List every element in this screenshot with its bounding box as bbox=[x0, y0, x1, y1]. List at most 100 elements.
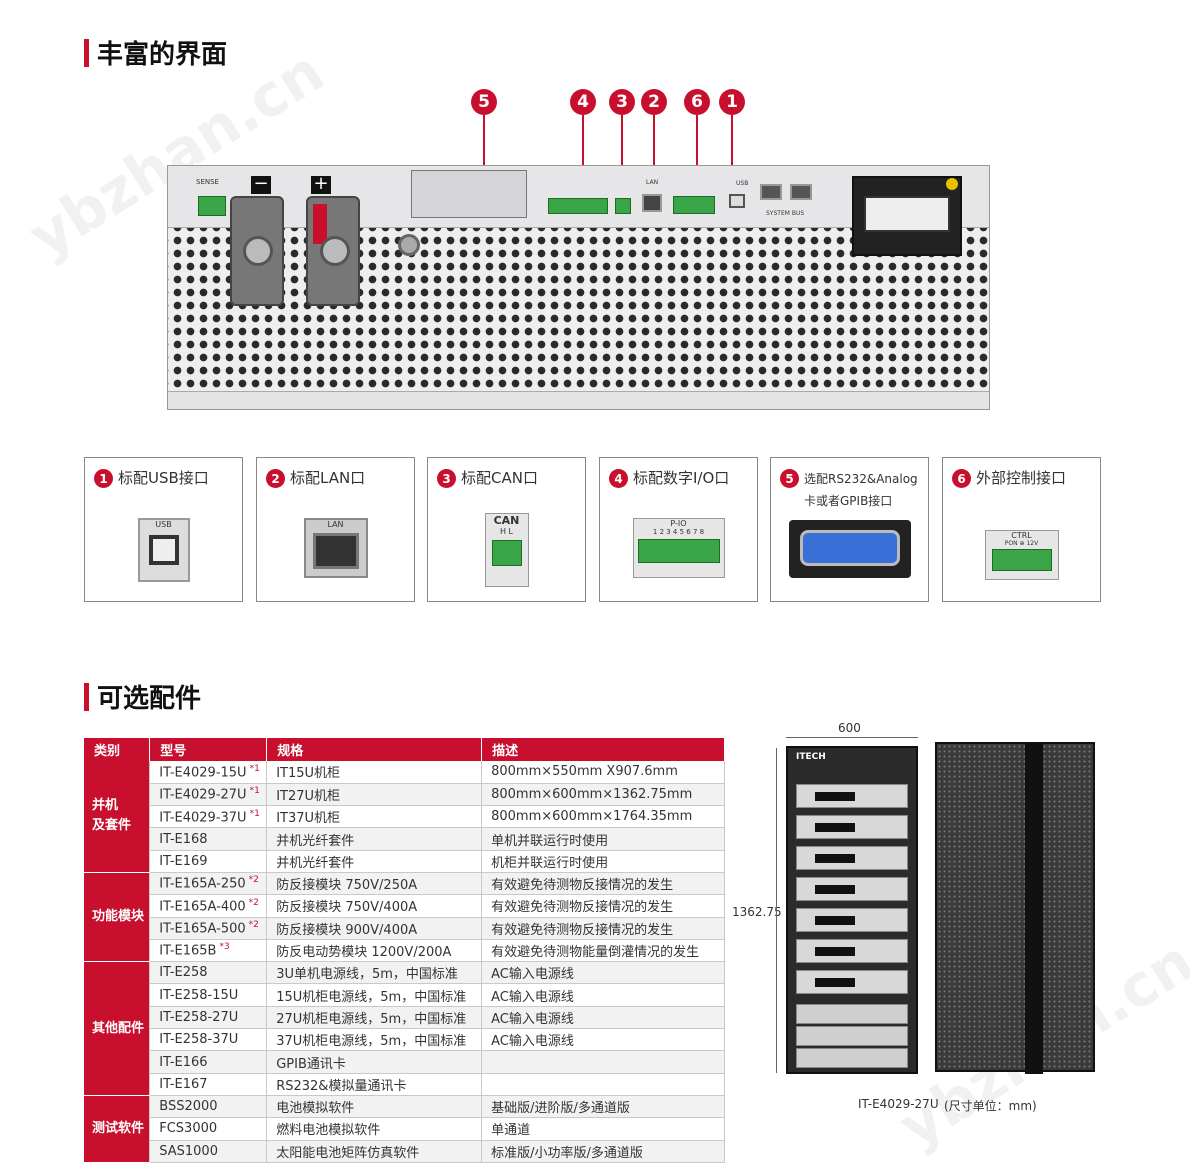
height-dimension-line bbox=[776, 748, 777, 1073]
can-terminal bbox=[615, 198, 631, 214]
rack-power-unit bbox=[796, 970, 908, 994]
ctrl-label: CTRL bbox=[1011, 531, 1032, 540]
ctrl-pin-labels: PON ⊕ 12V bbox=[1004, 540, 1039, 547]
desc-cell: AC输入电源线 bbox=[481, 983, 725, 1007]
model-text: IT-E258-27U bbox=[159, 1009, 239, 1025]
rack-brand: ITECH bbox=[796, 752, 826, 762]
footnote-mark: *2 bbox=[248, 875, 259, 886]
panel-bottom-strip bbox=[168, 391, 989, 409]
spec-cell: 燃料电池模拟软件 bbox=[266, 1117, 483, 1141]
section-title-text: 可选配件 bbox=[97, 684, 202, 714]
model-cell: FCS3000 bbox=[149, 1117, 268, 1141]
rack-width-label: 600 bbox=[838, 721, 861, 735]
rack-model-label: IT-E4029-27U bbox=[858, 1097, 939, 1111]
footnote-mark: *1 bbox=[249, 763, 260, 774]
desc-cell: 800mm×550mm X907.6mm bbox=[481, 761, 725, 784]
rack-power-unit bbox=[796, 846, 908, 870]
desc-cell: 单机并联运行时使用 bbox=[481, 827, 725, 851]
section-title-interfaces: 丰富的界面 bbox=[84, 34, 227, 71]
model-text: IT-E165A-250 bbox=[159, 876, 246, 892]
category-cell: 并机 及套件 bbox=[84, 761, 151, 873]
marker-3: 3 bbox=[609, 89, 635, 115]
marker-line bbox=[582, 115, 584, 210]
model-cell: IT-E165A-250*2 bbox=[149, 872, 268, 896]
model-cell: IT-E165A-400*2 bbox=[149, 894, 268, 918]
model-text: SAS1000 bbox=[159, 1143, 218, 1159]
title-accent-bar bbox=[84, 38, 89, 67]
unit-display bbox=[815, 947, 855, 956]
marker-line bbox=[696, 115, 698, 210]
model-cell: IT-E258-15U bbox=[149, 983, 268, 1007]
model-text: IT-E169 bbox=[159, 853, 208, 869]
model-text: BSS2000 bbox=[159, 1099, 218, 1115]
desc-cell: 800mm×600mm×1764.35mm bbox=[481, 805, 725, 829]
feature-title: 标配数字I/O口 bbox=[633, 469, 730, 487]
usb-b-socket bbox=[148, 535, 179, 565]
option-card-slot bbox=[411, 170, 527, 218]
model-cell: IT-E258-37U bbox=[149, 1028, 268, 1052]
footnote-mark: *1 bbox=[249, 808, 260, 819]
footnote-mark: *2 bbox=[248, 897, 259, 908]
rear-panel-image: SENSE − + LAN USB SYSTEM BUS bbox=[167, 165, 990, 410]
category-cell: 其他配件 bbox=[84, 961, 151, 1096]
rack-vent-panel bbox=[796, 1004, 908, 1024]
model-cell: IT-E4029-15U*1 bbox=[149, 761, 268, 784]
spec-cell: 37U机柜电源线，5m，中国标准 bbox=[266, 1028, 483, 1052]
positive-red-cap bbox=[313, 204, 327, 244]
ac-input-screws bbox=[864, 196, 950, 232]
spec-cell: 防反电动势模块 1200V/200A bbox=[266, 939, 483, 963]
unit-display bbox=[815, 978, 855, 987]
minus-sign: − bbox=[251, 175, 271, 194]
desc-cell: 有效避免待测物反接情况的发生 bbox=[481, 917, 725, 940]
ctrl-terminal bbox=[673, 196, 715, 214]
desc-cell: AC输入电源线 bbox=[481, 961, 725, 985]
marker-line bbox=[731, 115, 733, 200]
usb-label: USB bbox=[155, 520, 172, 529]
rj45-socket bbox=[312, 533, 359, 569]
desc-cell: 单通道 bbox=[481, 1117, 725, 1141]
table-header-row: 类别型号规格描述 bbox=[84, 738, 725, 761]
feature-title: 标配USB接口 bbox=[118, 469, 209, 487]
table-header-cell: 型号 bbox=[149, 738, 268, 761]
rack-unit-label: (尺寸单位：mm) bbox=[944, 1099, 1037, 1113]
pio-pin-numbers: 1 2 3 4 5 6 7 8 bbox=[652, 528, 705, 536]
rack-power-unit bbox=[796, 815, 908, 839]
feature-title: 外部控制接口 bbox=[976, 469, 1067, 487]
model-text: IT-E165A-500 bbox=[159, 921, 246, 937]
marker-4: 4 bbox=[570, 89, 596, 115]
feature-title: 标配LAN口 bbox=[290, 469, 366, 487]
feature-card-header: 6 外部控制接口 bbox=[952, 468, 1094, 488]
ac-ground-marker bbox=[946, 178, 958, 190]
rack-door-gap bbox=[1025, 744, 1043, 1074]
spec-cell: GPIB通讯卡 bbox=[266, 1050, 483, 1074]
desc-cell: 800mm×600mm×1362.75mm bbox=[481, 783, 725, 807]
positive-bolt bbox=[320, 236, 350, 266]
pio-label: P-IO bbox=[670, 519, 687, 528]
feature-number-badge: 6 bbox=[952, 469, 971, 488]
rack-vent-panel bbox=[796, 1026, 908, 1046]
model-cell: IT-E167 bbox=[149, 1073, 268, 1096]
spec-cell: 防反接模块 750V/400A bbox=[266, 894, 483, 918]
width-dimension-line bbox=[786, 737, 918, 738]
marker-6: 6 bbox=[684, 89, 710, 115]
feature-title: 选配RS232&Analog卡或者GPIB接口 bbox=[804, 472, 918, 508]
can-terminal bbox=[491, 540, 522, 566]
spec-cell: IT37U机柜 bbox=[266, 805, 483, 829]
desc-cell: 有效避免待测物反接情况的发生 bbox=[481, 872, 725, 896]
spec-cell: RS232&模拟量通讯卡 bbox=[266, 1073, 483, 1096]
sense-label: SENSE bbox=[196, 178, 219, 186]
